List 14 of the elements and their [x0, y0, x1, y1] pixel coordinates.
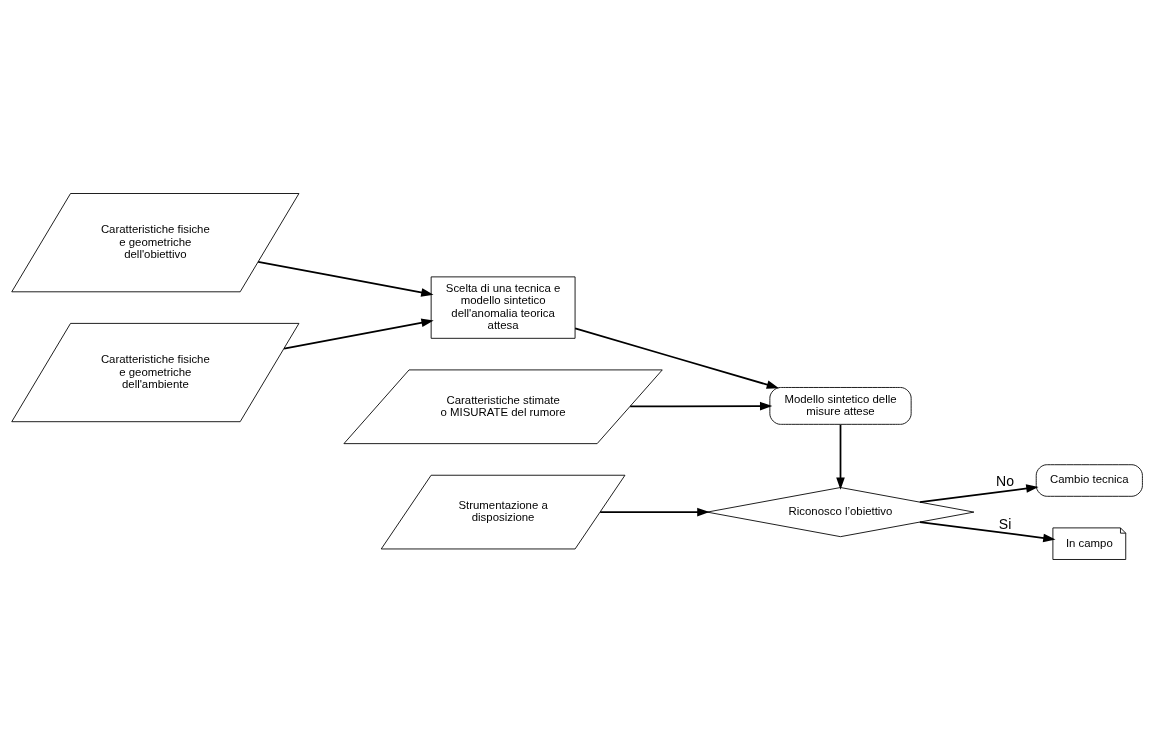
- node-diamond: Riconosco l’obiettivo: [706, 486, 975, 537]
- node-box: Modello sintetico delle misure attese: [769, 386, 912, 425]
- arrow: [629, 401, 773, 410]
- edge-label: No: [996, 472, 1015, 489]
- arrow: [574, 327, 780, 389]
- arrow: [599, 507, 710, 516]
- arrow: [257, 260, 434, 297]
- edge-label: Si: [998, 515, 1012, 532]
- arrow: [919, 483, 1039, 503]
- arrow: [283, 318, 434, 349]
- node-box: Scelta di una tecnica e modello sintetico dell'anomalia teorica attesa: [430, 275, 576, 339]
- arrow: [919, 520, 1056, 542]
- arrow: [836, 423, 845, 490]
- node-box: Cambio tecnica: [1035, 463, 1143, 497]
